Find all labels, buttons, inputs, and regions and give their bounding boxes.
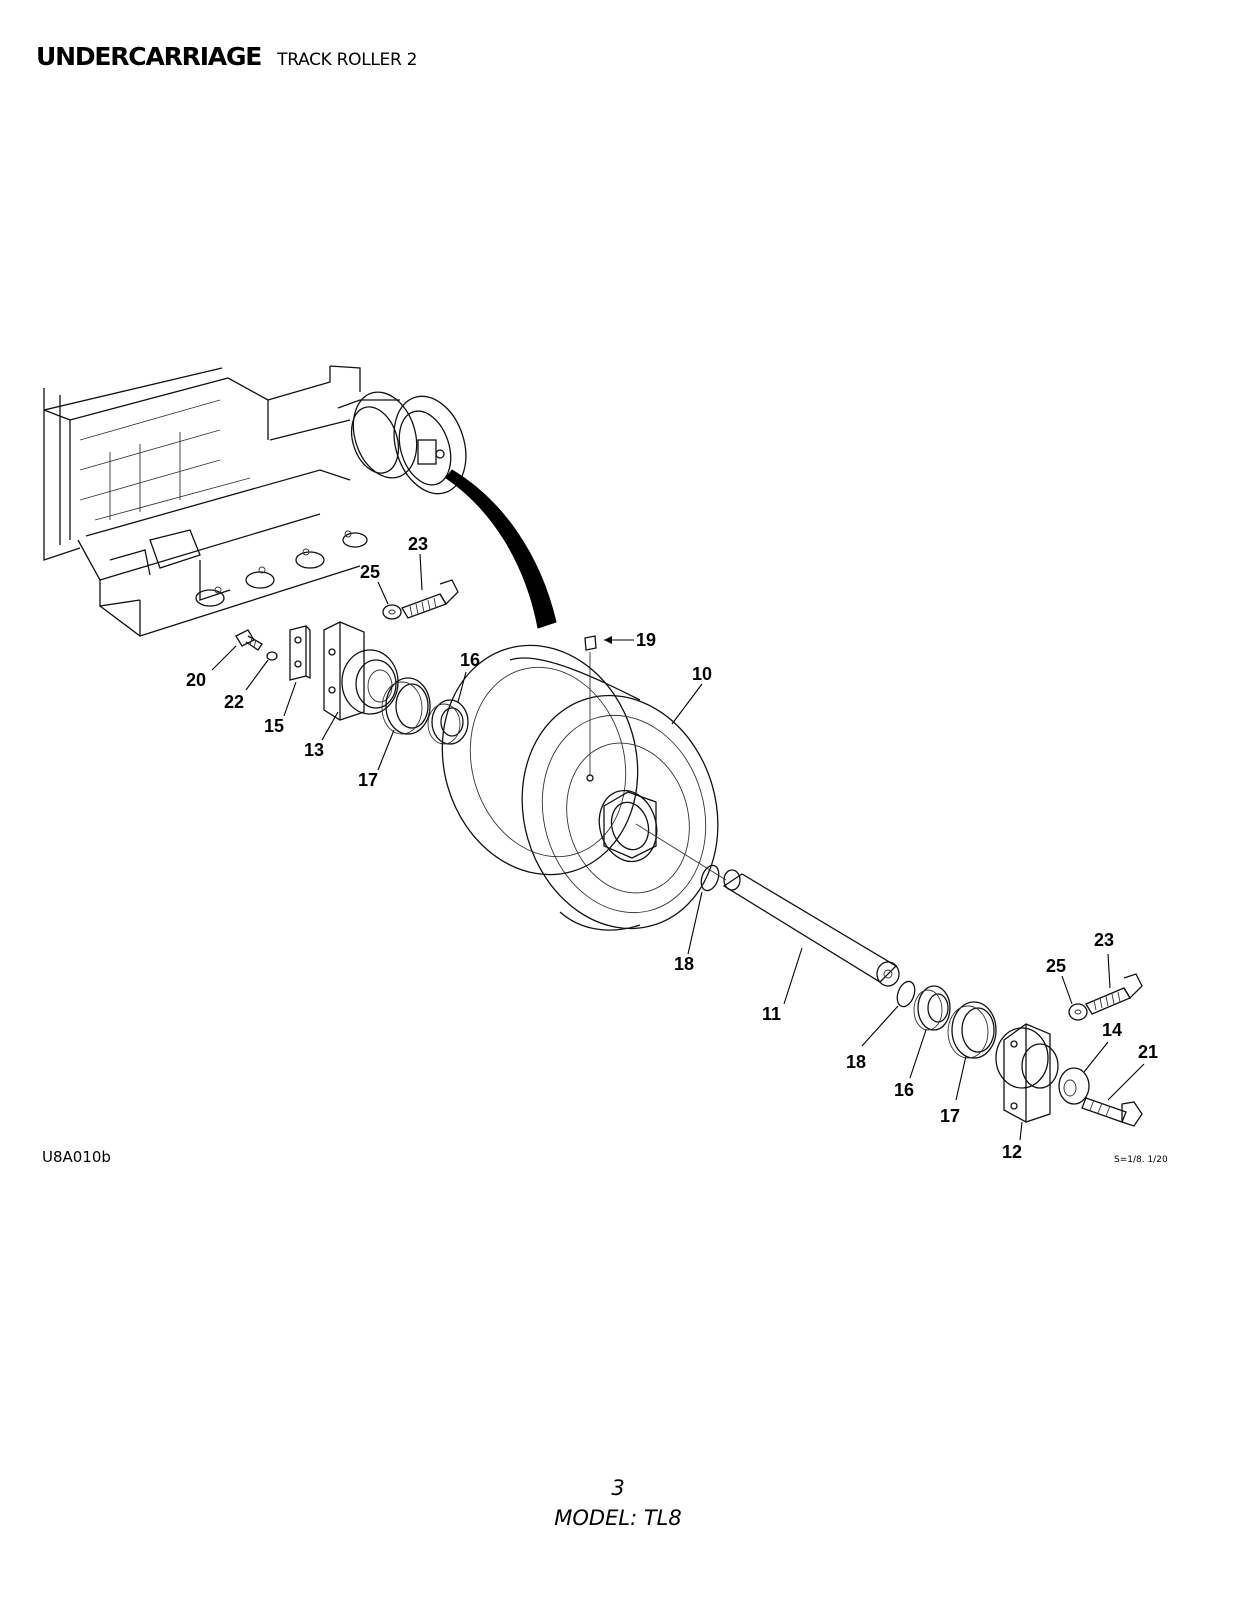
callout-18-left: 18 xyxy=(674,954,694,974)
leader-lines xyxy=(211,553,1145,1141)
bracket-12 xyxy=(995,1023,1059,1123)
callout-20: 20 xyxy=(186,670,206,690)
figure-code: U8A010b xyxy=(42,1148,111,1166)
model-label: MODEL: TL8 xyxy=(554,1506,682,1530)
diagram-title: TRACK ROLLER 2 xyxy=(277,50,418,70)
bearing-16-right xyxy=(913,985,951,1031)
callout-15: 15 xyxy=(264,716,284,736)
bracket-13 xyxy=(323,621,399,721)
detail-arrow xyxy=(445,469,557,629)
plug-19 xyxy=(584,635,597,782)
oring-18-left xyxy=(700,864,720,892)
plate-15 xyxy=(289,625,311,681)
section-title: UNDERCARRIAGE xyxy=(36,42,262,71)
callout-17-right: 17 xyxy=(940,1106,960,1126)
callout-22: 22 xyxy=(224,692,244,712)
seal-17-left xyxy=(381,677,431,735)
roller-10 xyxy=(441,644,719,931)
callout-23-lower: 23 xyxy=(1094,930,1114,950)
callout-23-upper: 23 xyxy=(408,534,428,554)
washer-25-upper xyxy=(382,604,402,620)
callout-12: 12 xyxy=(1002,1142,1022,1162)
callout-16-left: 16 xyxy=(460,650,480,670)
callout-10: 10 xyxy=(692,664,712,684)
bolt-23-upper xyxy=(401,579,459,619)
callout-11: 11 xyxy=(762,1004,781,1024)
callout-25-upper: 25 xyxy=(360,562,380,582)
callout-16-right: 16 xyxy=(894,1080,914,1100)
leader-arrowhead xyxy=(604,636,612,644)
bolt-23-lower xyxy=(1085,973,1143,1015)
callout-19: 19 xyxy=(636,630,656,650)
shaft-11 xyxy=(635,823,900,987)
callout-17-left: 17 xyxy=(358,770,378,790)
callout-18-right: 18 xyxy=(846,1052,866,1072)
callout-labels: 23 25 20 22 15 13 17 16 19 10 18 11 18 1… xyxy=(186,534,1158,1162)
scale-note: S=1/8. 1/20 xyxy=(1114,1155,1168,1165)
bolt-21 xyxy=(1081,1097,1143,1127)
page-number: 3 xyxy=(611,1476,625,1500)
callout-25-lower: 25 xyxy=(1046,956,1066,976)
washer-14 xyxy=(1058,1067,1090,1105)
washer-25-lower xyxy=(1068,1003,1088,1021)
page-header: UNDERCARRIAGE TRACK ROLLER 2 xyxy=(36,42,417,71)
callout-21: 21 xyxy=(1138,1042,1158,1062)
callout-14: 14 xyxy=(1102,1020,1122,1040)
seal-17-right xyxy=(947,1001,997,1059)
track-frame-illustration xyxy=(43,365,467,637)
bearing-16-left xyxy=(427,699,469,745)
oring-18-right xyxy=(896,980,916,1008)
bolt-20 xyxy=(235,629,263,651)
lockwasher-22 xyxy=(266,651,278,661)
callout-13: 13 xyxy=(304,740,324,760)
